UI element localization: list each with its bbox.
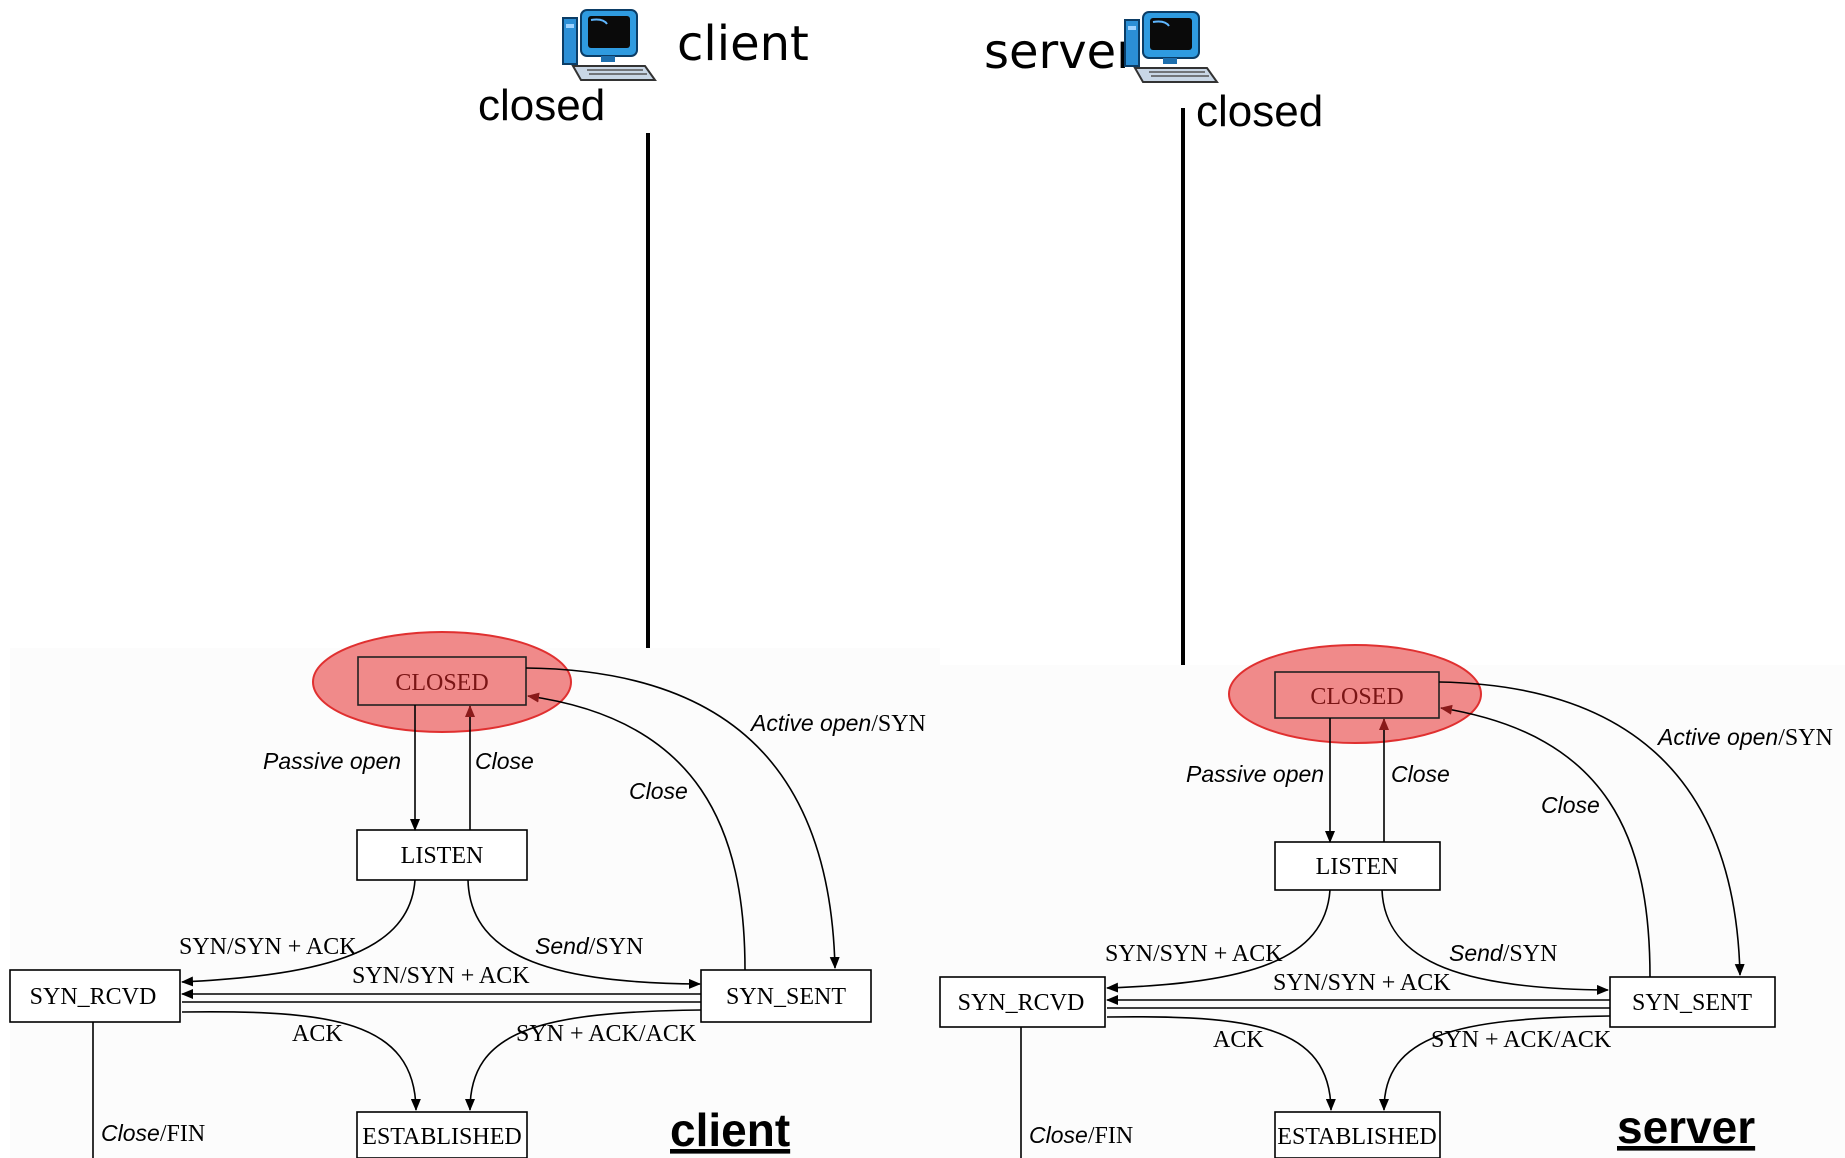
label-close-fin: Close/FIN <box>101 1120 205 1147</box>
client-diagram-panel <box>10 648 940 1158</box>
state-listen <box>356 829 528 881</box>
client-header: client closed <box>478 9 809 130</box>
label-syn-synack: SYN/SYN + ACK <box>1105 941 1283 967</box>
state-closed <box>357 656 527 706</box>
edge-send-syn <box>1381 889 1609 995</box>
state-syn-rcvd <box>9 969 181 1023</box>
state-listen-label: LISTEN <box>401 843 484 869</box>
state-syn-rcvd <box>939 976 1106 1028</box>
label-send-syn: Send/SYN <box>1449 940 1557 967</box>
client-state-diagram: CLOSED LISTEN SYN_RCVD SYN_SENT ESTABLIS… <box>9 631 940 1158</box>
edge-ack <box>1106 1015 1336 1111</box>
edge-close-syn-sent <box>1440 704 1651 978</box>
state-established-label: ESTABLISHED <box>1277 1124 1436 1150</box>
server-state-label: closed <box>1196 87 1323 136</box>
server-name-label: server <box>984 24 1136 80</box>
server-caption: server <box>1617 1101 1755 1153</box>
state-listen <box>1274 841 1441 891</box>
state-syn-sent <box>1609 976 1776 1028</box>
label-synack-ack: SYN + ACK/ACK <box>1431 1027 1612 1053</box>
label-active-open: Active open/SYN <box>749 710 926 737</box>
label-ack: ACK <box>292 1021 343 1047</box>
server-diagram-panel <box>940 665 1845 1158</box>
label-close: Close <box>1391 761 1450 787</box>
label-close: Close <box>475 748 534 774</box>
computer-icon <box>562 9 656 81</box>
edge-syn-synack-listen <box>1106 889 1331 993</box>
edge-synack-ack <box>1379 1015 1611 1111</box>
state-syn-sent <box>700 969 872 1023</box>
state-established-label: ESTABLISHED <box>362 1124 521 1150</box>
label-close-2: Close <box>629 778 688 804</box>
edge-ack <box>181 1010 421 1111</box>
computer-icon <box>1124 11 1218 83</box>
client-state-label: closed <box>478 81 605 130</box>
label-ack: ACK <box>1213 1027 1264 1053</box>
state-established <box>1274 1111 1441 1158</box>
edge-active-open <box>1438 681 1745 976</box>
label-passive-open: Passive open <box>263 748 401 774</box>
label-close-fin: Close/FIN <box>1029 1122 1133 1149</box>
state-established <box>356 1111 528 1158</box>
state-syn-rcvd-label: SYN_RCVD <box>958 990 1085 1016</box>
state-closed-label: CLOSED <box>395 670 488 696</box>
edge-active-open <box>525 667 840 969</box>
state-closed <box>1274 671 1440 719</box>
state-listen-label: LISTEN <box>1316 854 1399 880</box>
client-name-label: client <box>677 16 809 72</box>
label-syn-synack-2: SYN/SYN + ACK <box>352 963 530 989</box>
label-syn-synack: SYN/SYN + ACK <box>179 934 357 960</box>
state-closed-label: CLOSED <box>1310 684 1403 710</box>
server-header: server closed <box>984 11 1323 136</box>
label-send-syn: Send/SYN <box>535 933 643 960</box>
label-synack-ack: SYN + ACK/ACK <box>516 1021 697 1047</box>
state-syn-sent-label: SYN_SENT <box>1632 990 1752 1016</box>
edge-syn-synack-listen <box>181 879 416 987</box>
label-passive-open: Passive open <box>1186 761 1324 787</box>
label-syn-synack-2: SYN/SYN + ACK <box>1273 970 1451 996</box>
edge-synack-ack <box>465 1009 702 1111</box>
edge-send-syn <box>467 879 701 989</box>
edge-close-syn-sent <box>527 692 746 971</box>
server-state-diagram: CLOSED LISTEN SYN_RCVD SYN_SENT ESTABLIS… <box>939 644 1845 1158</box>
state-syn-rcvd-label: SYN_RCVD <box>30 984 157 1010</box>
client-caption: client <box>670 1104 790 1156</box>
state-syn-sent-label: SYN_SENT <box>726 984 846 1010</box>
label-active-open: Active open/SYN <box>1656 724 1833 751</box>
label-close-2: Close <box>1541 792 1600 818</box>
